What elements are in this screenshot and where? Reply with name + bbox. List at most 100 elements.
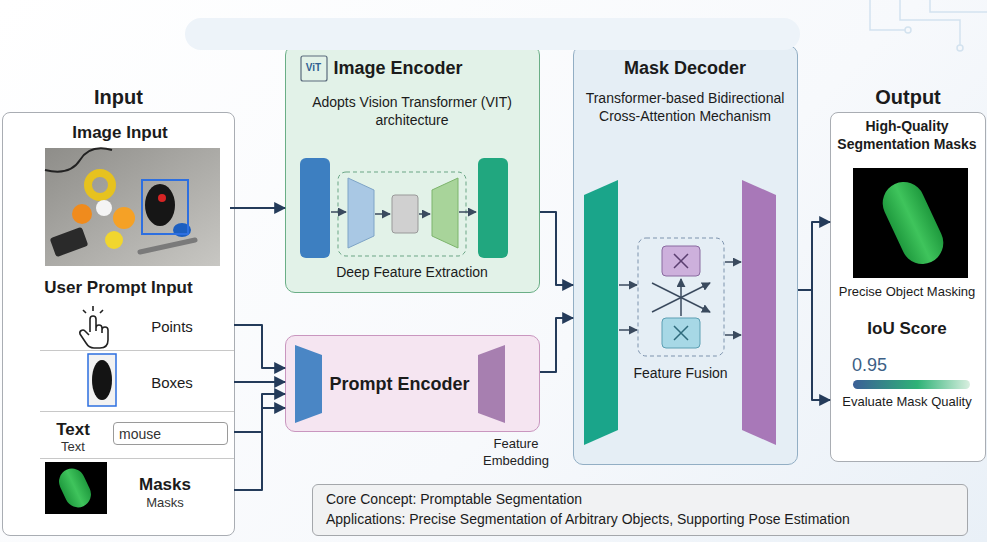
background-decoration xyxy=(185,18,800,50)
text-label: Precise Object Masking xyxy=(832,284,982,301)
text-label: ViT xyxy=(302,61,326,74)
mask-thumbnail xyxy=(45,462,107,514)
text-label: Image Input xyxy=(10,122,230,144)
text-label: Feature Fusion xyxy=(624,364,738,382)
decoder-layers xyxy=(584,180,618,445)
decoder-layers xyxy=(680,279,682,316)
text-label: Mask Decoder xyxy=(573,57,798,80)
note-box: Core Concept: Promptable SegmentationApp… xyxy=(312,484,968,536)
output-panel: OutputHigh-Quality Segmentation MasksPre… xyxy=(830,112,986,462)
pointer-icon xyxy=(83,306,103,313)
encoder-layers xyxy=(348,178,374,248)
mask-thumbnail xyxy=(55,464,95,511)
input-photo xyxy=(140,240,195,252)
encoder-layers xyxy=(375,213,390,215)
background-decoration xyxy=(870,0,987,51)
connector-arrow xyxy=(234,408,285,490)
encoder-layers xyxy=(392,195,418,233)
decoder-layers xyxy=(662,318,700,348)
background-decoration xyxy=(900,0,960,45)
decoder-layers xyxy=(638,238,724,356)
connector-arrow xyxy=(230,207,285,209)
prompt-row: Boxes xyxy=(40,350,234,411)
connector-arrow xyxy=(798,222,830,290)
input-photo xyxy=(96,200,112,216)
connector-arrow xyxy=(540,212,573,285)
connector-arrow xyxy=(234,325,285,368)
decoder-layers xyxy=(725,334,741,336)
text-label: Output xyxy=(830,84,986,110)
background-decoration xyxy=(185,0,987,51)
text-label: Evaluate Mask Quality xyxy=(832,394,982,411)
box-thumbnail xyxy=(88,354,116,406)
output-mask xyxy=(853,168,968,278)
text-label: Input xyxy=(2,84,235,110)
encoder-layers xyxy=(432,178,458,248)
decoder-layers xyxy=(662,246,700,276)
decoder-layers xyxy=(674,254,688,268)
text-label: Deep Feature Extraction xyxy=(292,263,533,281)
connector-arrow xyxy=(798,290,830,400)
connector-arrow xyxy=(540,318,573,372)
background-decoration xyxy=(957,45,963,51)
text-label: Masks xyxy=(125,495,205,512)
pointer-icon xyxy=(80,306,108,348)
input-photo xyxy=(50,227,89,257)
decoder-layers xyxy=(584,180,776,445)
decoder-layers xyxy=(742,180,776,445)
encoder-box: Prompt Encoder xyxy=(285,335,540,432)
encoder-layers xyxy=(331,212,476,214)
prompt-encoder-layers xyxy=(295,345,322,423)
vit-icon xyxy=(301,56,327,81)
text-label: Masks xyxy=(125,474,205,496)
input-photo xyxy=(145,184,175,226)
decoder-layers xyxy=(652,283,710,312)
text-label: IoU Score xyxy=(832,318,982,340)
text-label: High-Quality Segmentation Masks xyxy=(832,117,982,153)
decoder-layers xyxy=(619,284,637,286)
background-decoration xyxy=(905,27,911,33)
pointer-icon xyxy=(80,316,108,348)
prompt-row: TextTextmouse xyxy=(40,411,234,458)
decoder-layers xyxy=(619,329,637,331)
text-label: Points xyxy=(132,317,212,337)
text-label: Adopts Vision Transformer (VIT) architec… xyxy=(292,93,533,129)
encoder-layers xyxy=(300,158,330,258)
decoder-layers xyxy=(619,262,741,335)
decoder-layers xyxy=(674,326,688,340)
input-photo xyxy=(45,148,220,266)
input-photo xyxy=(142,180,188,234)
input-photo xyxy=(88,173,112,197)
box-thumbnail xyxy=(92,360,112,400)
prompt-encoder-layers xyxy=(295,345,505,423)
mask-thumbnail xyxy=(45,462,107,514)
input-photo xyxy=(45,148,220,266)
iou-bar xyxy=(853,380,970,389)
text-label: Transformer-based Bidirectional Cross-At… xyxy=(583,89,788,125)
image-input-section: Image Input xyxy=(10,118,230,270)
text-label: Text xyxy=(44,419,102,441)
prompt-encoder-layers xyxy=(478,345,505,423)
input-photo xyxy=(72,204,92,224)
text-label: Image Encoder xyxy=(334,57,534,80)
input-photo xyxy=(45,148,112,171)
encoder-layers xyxy=(459,211,476,213)
background-decoration xyxy=(870,0,905,30)
input-panel: InputUser Prompt InputImage InputPointsB… xyxy=(2,112,235,536)
text-label: 0.95 xyxy=(852,354,932,377)
text-label: Prompt Encoder xyxy=(326,373,474,396)
encoder-layers xyxy=(338,172,466,256)
input-photo xyxy=(105,231,123,249)
vit-icon xyxy=(301,56,327,81)
box-thumbnail xyxy=(88,354,116,406)
prompt-row: MasksMasks xyxy=(40,458,234,530)
connector-arrow xyxy=(234,394,285,432)
text-label: mouse xyxy=(119,425,224,443)
input-photo xyxy=(158,194,166,202)
prompt-row: Points xyxy=(40,303,234,350)
text-label: Core Concept: Promptable Segmentation xyxy=(326,490,956,508)
decoder-layers xyxy=(725,261,741,263)
output-mask xyxy=(853,168,968,278)
encoder-layers xyxy=(478,158,508,258)
